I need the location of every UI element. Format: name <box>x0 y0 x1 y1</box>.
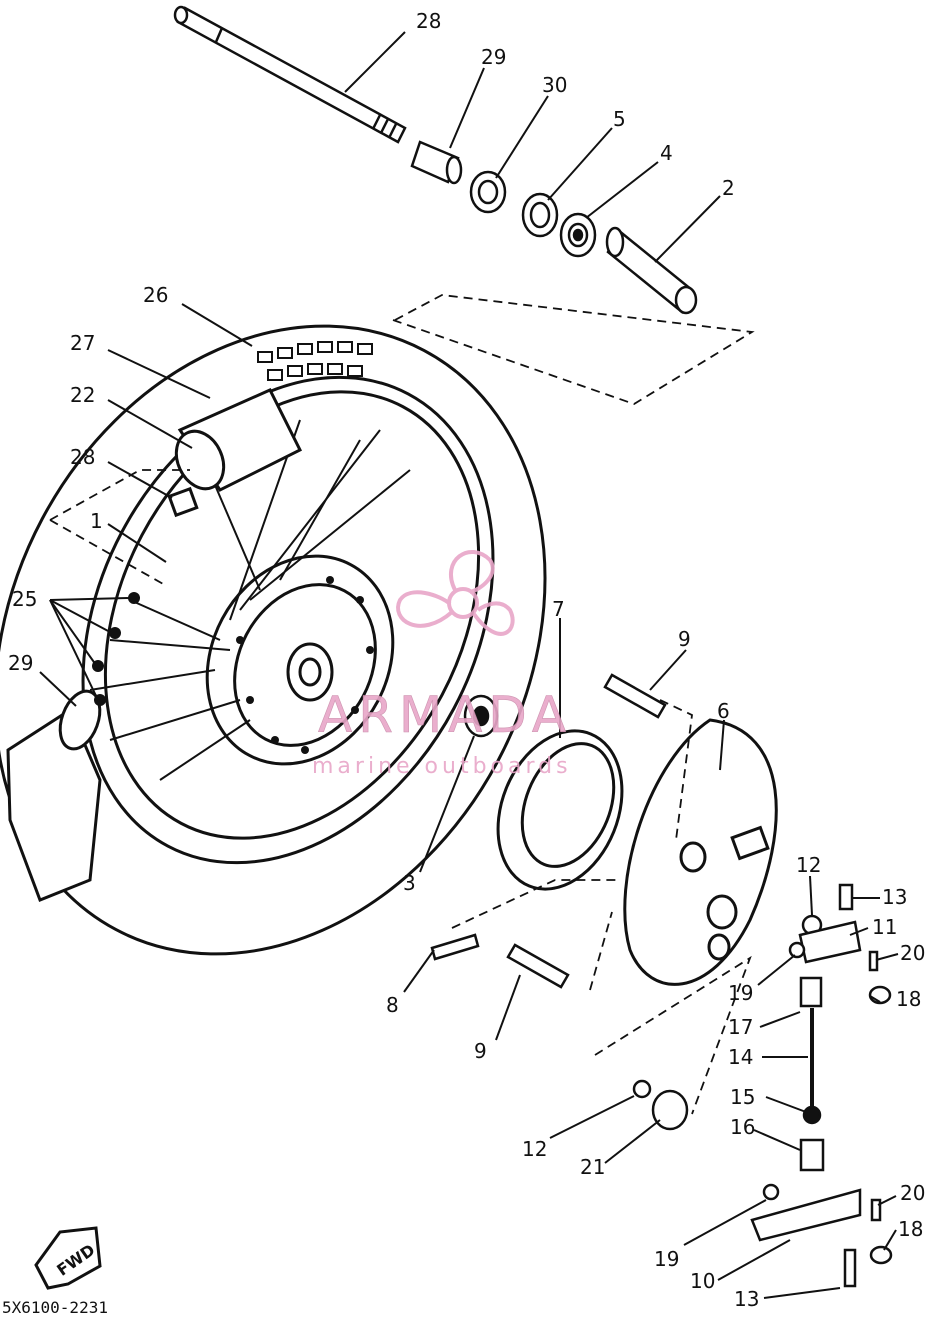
front-wheel <box>0 324 547 956</box>
propeller-logo-icon <box>396 549 515 636</box>
callout-22: 22 <box>70 383 95 407</box>
callout-1: 1 <box>90 509 103 533</box>
callout-27: 29 <box>8 651 33 675</box>
callout-16: 16 <box>730 1115 755 1139</box>
front-axle <box>173 5 407 144</box>
callout-3: 3 <box>403 871 416 895</box>
callout-7: 7 <box>552 597 565 621</box>
rim-inner <box>103 390 481 840</box>
callout-11: 11 <box>872 915 897 939</box>
callout-9-top: 9 <box>678 627 691 651</box>
callout-30: 30 <box>542 73 567 97</box>
callout-4: 4 <box>660 141 673 165</box>
spokes <box>89 419 411 781</box>
watermark-tagline: marine outboards <box>312 754 572 779</box>
callout-5: 5 <box>613 107 626 131</box>
callout-12-bottom: 12 <box>522 1137 547 1161</box>
hub-center <box>286 642 334 702</box>
callout-14: 14 <box>728 1045 753 1069</box>
callout-26: 28 <box>70 445 95 469</box>
bearing-5 <box>521 192 559 238</box>
oil-seal <box>469 170 507 214</box>
brake-panel <box>623 718 778 986</box>
callout-10: 10 <box>690 1269 715 1293</box>
callout-6: 6 <box>717 699 730 723</box>
callout-9-bottom: 9 <box>474 1039 487 1063</box>
fwd-arrow-icon: FWD <box>34 1226 102 1290</box>
tube-section <box>6 388 303 902</box>
callout-19-top: 19 <box>728 981 753 1005</box>
callout-12-top: 12 <box>796 853 821 877</box>
callout-19-bottom: 19 <box>654 1247 679 1271</box>
callout-20-bottom: 20 <box>900 1181 925 1205</box>
hub-holes <box>236 576 374 754</box>
callout-25: 27 <box>70 331 95 355</box>
callout-13-bottom: 13 <box>734 1287 759 1311</box>
right-small-parts <box>632 883 893 1288</box>
axle-collar <box>410 140 463 185</box>
diagram-code: 5X6100-2231 <box>2 1298 108 1317</box>
callout-15: 15 <box>730 1085 755 1109</box>
spacer-2 <box>605 226 698 315</box>
callout-28: 28 <box>416 9 441 33</box>
callout-18-top: 18 <box>896 987 921 1011</box>
callout-20-top: 20 <box>900 941 925 965</box>
bearing-4 <box>559 212 597 258</box>
dashed-leader-brake <box>659 699 693 841</box>
cam-bolts <box>430 673 667 989</box>
dashed-leader-tube <box>49 469 190 521</box>
callout-13-top: 13 <box>882 885 907 909</box>
rim-outer <box>81 375 495 865</box>
callout-29: 29 <box>481 45 506 69</box>
dashed-leader-axle <box>392 294 755 405</box>
armada-watermark: ARMADA marine outboards <box>312 549 572 779</box>
bearing-3 <box>463 694 499 738</box>
callout-24: 26 <box>143 283 168 307</box>
leader-lines <box>39 31 899 1299</box>
callout-23: 25 <box>12 587 37 611</box>
callout-21: 21 <box>580 1155 605 1179</box>
callout-8: 8 <box>386 993 399 1017</box>
callout-17: 17 <box>728 1015 753 1039</box>
callout-18-bottom: 18 <box>898 1217 923 1241</box>
watermark-name: ARMADA <box>318 686 572 744</box>
callout-2: 2 <box>722 176 735 200</box>
spoke-nipples <box>92 592 140 706</box>
callout-labels: 28 29 30 5 4 2 26 27 22 28 1 25 29 7 9 6… <box>8 9 925 1311</box>
dashed-leader-arm <box>594 955 752 1115</box>
brake-shoe <box>496 729 624 891</box>
